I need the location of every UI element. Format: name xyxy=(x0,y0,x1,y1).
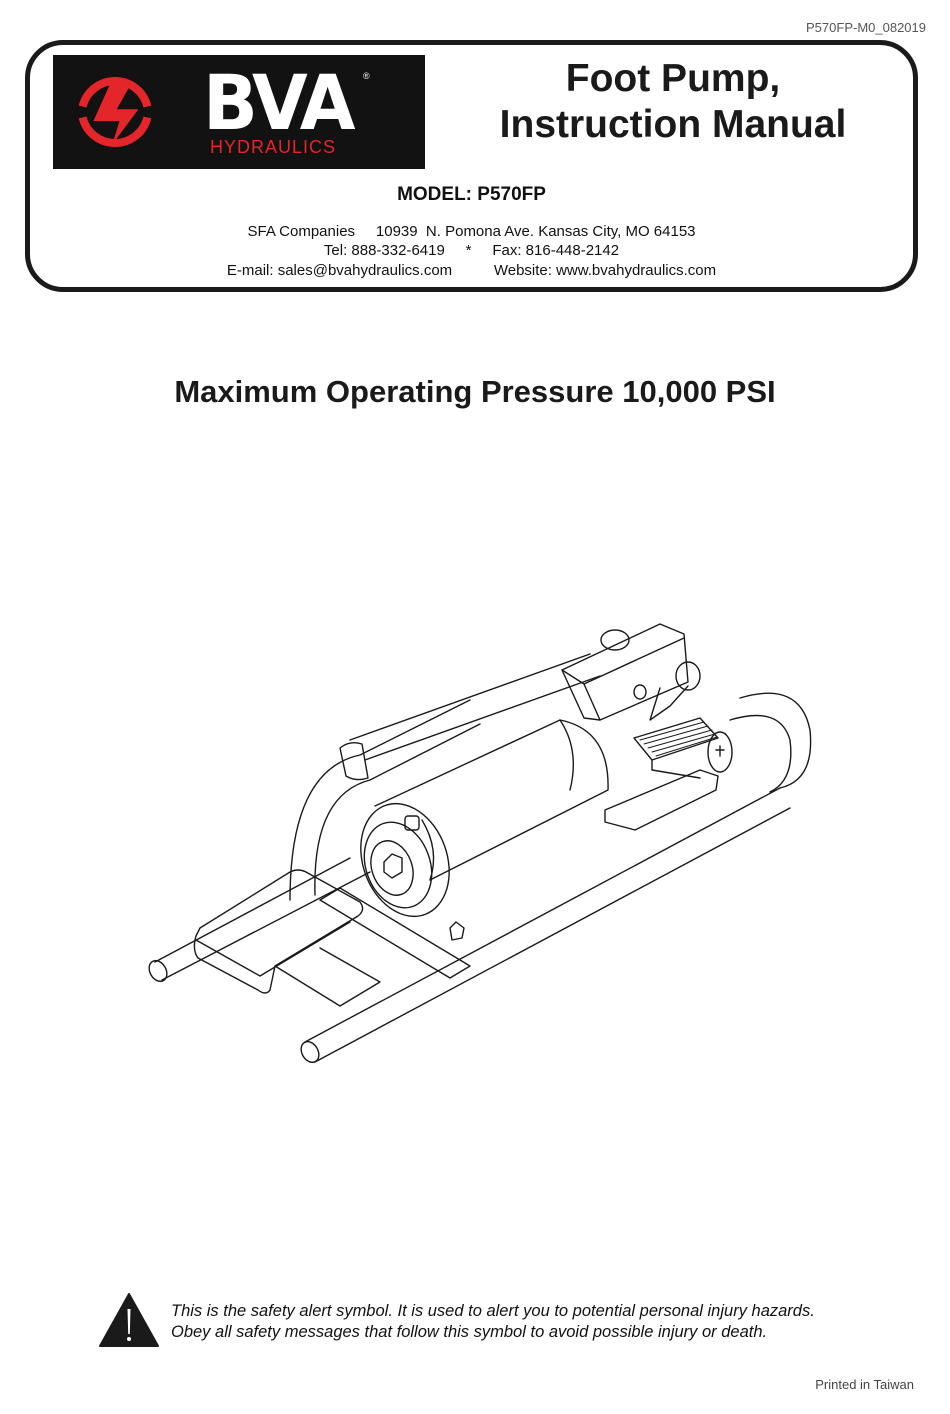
printed-in-footer: Printed in Taiwan xyxy=(815,1377,914,1392)
header-frame xyxy=(25,40,918,292)
title-line-1: Foot Pump, xyxy=(565,57,781,100)
safety-line-1: This is the safety alert symbol. It is u… xyxy=(171,1302,815,1320)
title-line-2: Instruction Manual xyxy=(499,103,847,146)
registered-mark: ® xyxy=(363,71,370,81)
model-number: MODEL: P570FP xyxy=(397,184,546,205)
safety-line-2: Obey all safety messages that follow thi… xyxy=(171,1323,768,1341)
email-website: E-mail: sales@bvahydraulics.com Website:… xyxy=(226,262,717,279)
bva-logo: BVA ® HYDRAULICS xyxy=(53,55,425,169)
lightning-bolt-circle-icon xyxy=(78,77,152,147)
safety-alert-message: This is the safety alert symbol. It is u… xyxy=(171,1301,891,1343)
foot-pump-illustration xyxy=(148,623,812,1064)
company-address: SFA Companies 10939 N. Pomona Ave. Kansa… xyxy=(247,223,696,240)
document-code: P570FP-M0_082019 xyxy=(806,20,926,35)
max-pressure-heading: Maximum Operating Pressure 10,000 PSI xyxy=(174,374,776,409)
document-title: Foot Pump, Instruction Manual xyxy=(455,56,891,148)
logo-subtitle: HYDRAULICS xyxy=(210,137,337,157)
warning-triangle-icon xyxy=(99,1293,159,1347)
phone-fax: Tel: 888-332-6419 * Fax: 816-448-2142 xyxy=(323,242,620,259)
logo-brand: BVA xyxy=(203,58,356,148)
